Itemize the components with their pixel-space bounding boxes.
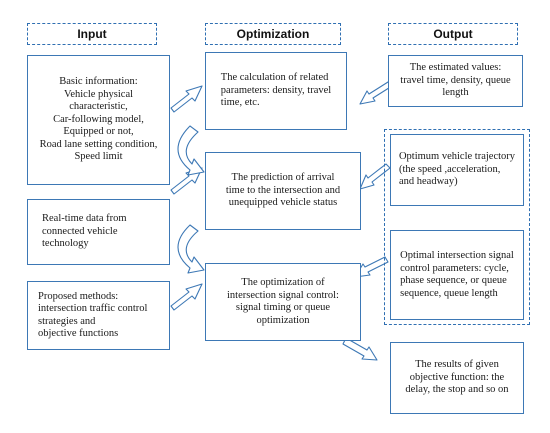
proposed-methods-text: Proposed methods: intersection traffic c… <box>38 290 148 340</box>
realtime-data-box: Real-time data from connected vehicle te… <box>27 199 170 265</box>
results-text: The results of given objective function:… <box>405 359 509 396</box>
optimum-trajectory-text: Optimum vehicle trajectory (the speed ,a… <box>398 151 516 188</box>
arrow-proposed-to-signal <box>170 283 203 311</box>
input-header-label: Input <box>77 27 107 41</box>
arrow-trajectory-to-prediction <box>359 163 391 190</box>
optimization-header: Optimization <box>205 23 341 45</box>
signal-optimization-text: The optimization of intersection signal … <box>227 277 339 326</box>
output-header: Output <box>388 23 518 45</box>
arrow-realtime-to-prediction <box>170 167 203 195</box>
input-header: Input <box>27 23 157 45</box>
arrow-estimated-to-calculation <box>359 81 393 105</box>
output-group-frame <box>384 129 530 325</box>
proposed-methods-box: Proposed methods: intersection traffic c… <box>27 281 170 350</box>
estimated-values-box: The estimated values: travel time, densi… <box>388 55 523 107</box>
basic-information-box: Basic information: Vehicle physical char… <box>27 55 170 185</box>
calculation-box: The calculation of related parameters: d… <box>205 52 347 130</box>
curved-arrow-prediction-to-signal <box>177 224 205 274</box>
signal-parameters-text: Optimal intersection signal control para… <box>400 250 514 299</box>
prediction-text: The prediction of arrival time to the in… <box>225 172 341 209</box>
basic-information-text: Basic information: Vehicle physical char… <box>39 76 158 163</box>
results-box: The results of given objective function:… <box>390 342 524 414</box>
calculation-text: The calculation of related parameters: d… <box>220 72 332 109</box>
output-header-label: Output <box>433 27 473 41</box>
signal-parameters-box: Optimal intersection signal control para… <box>390 230 524 320</box>
curved-arrow-calculation-to-prediction <box>177 125 205 176</box>
signal-optimization-box: The optimization of intersection signal … <box>205 263 361 341</box>
optimum-trajectory-box: Optimum vehicle trajectory (the speed ,a… <box>390 134 524 206</box>
estimated-values-text: The estimated values: travel time, densi… <box>400 62 511 99</box>
realtime-data-text: Real-time data from connected vehicle te… <box>42 213 127 250</box>
prediction-box: The prediction of arrival time to the in… <box>205 152 361 230</box>
arrow-basic-to-calculation <box>170 85 203 113</box>
optimization-header-label: Optimization <box>236 27 310 41</box>
arrow-signal-to-results <box>342 337 378 361</box>
